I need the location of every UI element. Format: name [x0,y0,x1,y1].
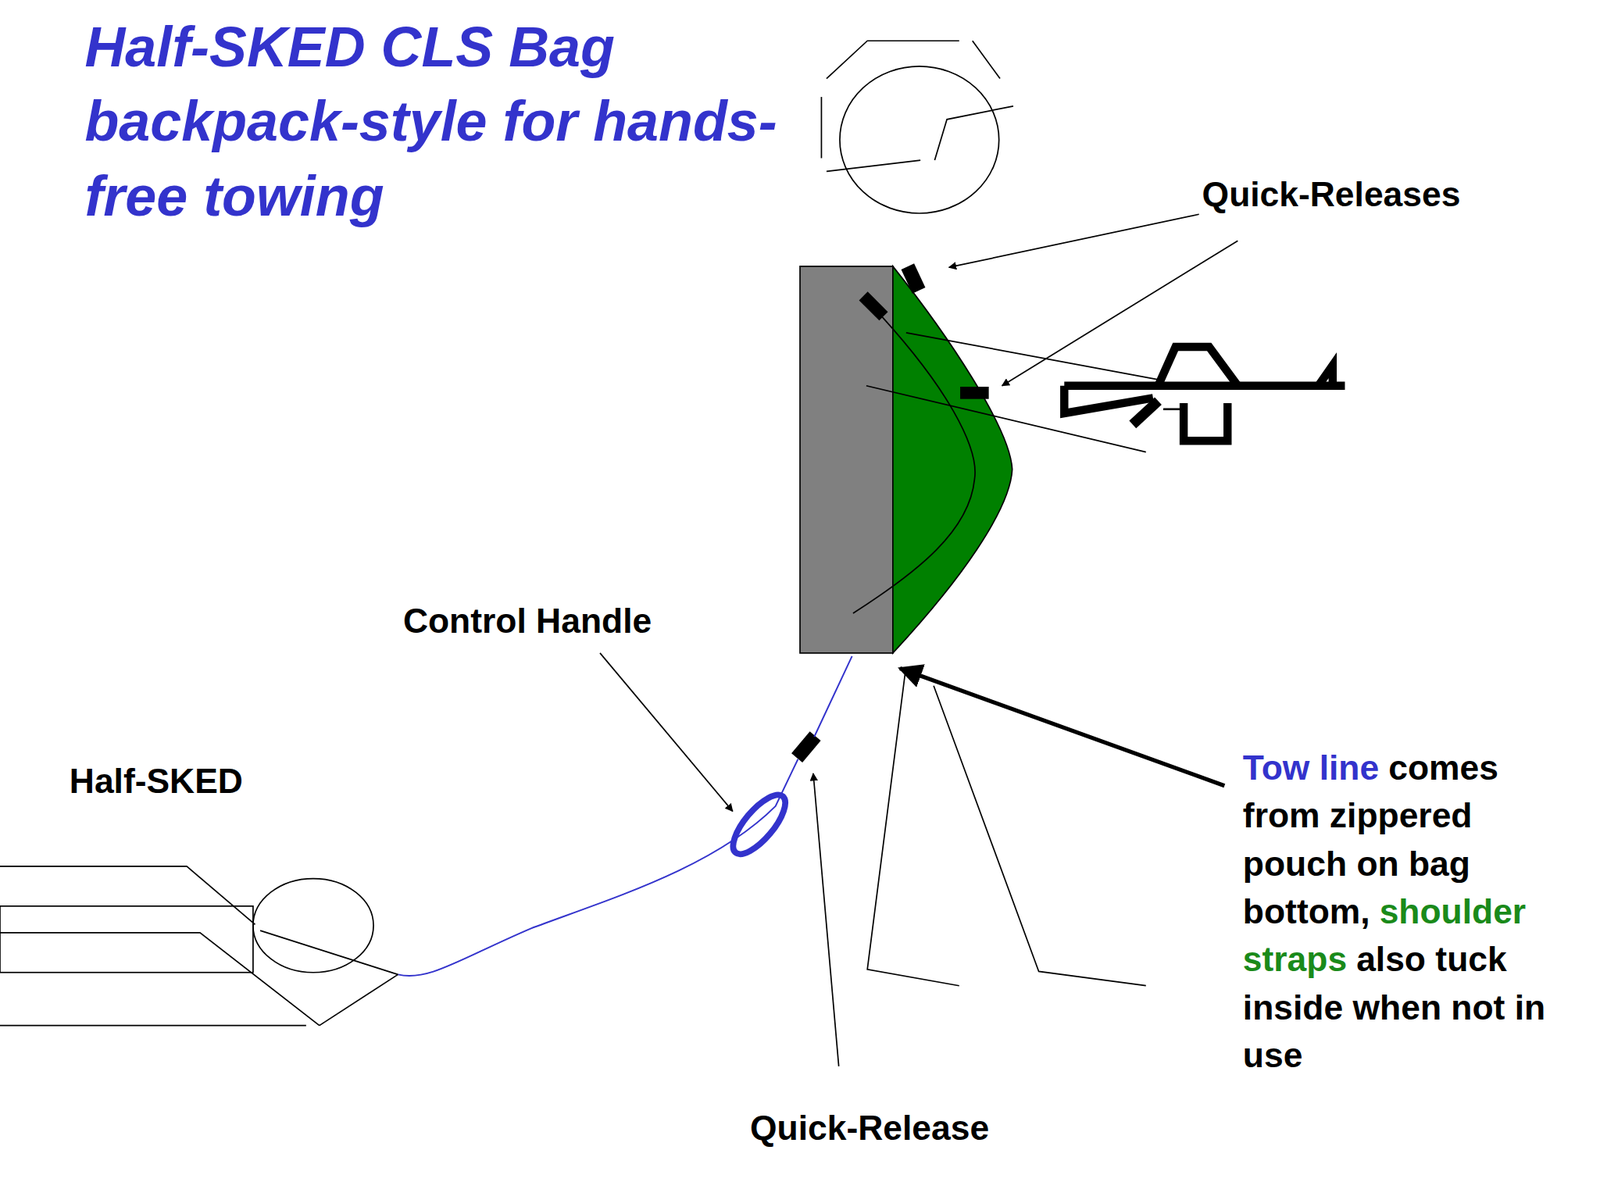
arm-line [866,385,1147,453]
note-text: Tow line [1242,747,1379,787]
arm-line [906,332,1159,380]
helmet-line [826,40,960,79]
face-line [934,106,1014,161]
casualty-line [319,974,399,1025]
leader-arrow [1002,240,1239,386]
diagram-title: Half-SKED CLS Bag backpack-style for han… [84,10,799,234]
half-sked-drawing [0,866,398,1026]
leader-arrow [813,773,840,1067]
soldier-body [800,266,893,654]
callout-label: Control Handle [403,600,652,641]
quick-release-buckle [901,263,926,294]
leader-arrow [949,214,1200,268]
rifle-grip [1132,400,1159,425]
rifle-magazine [1183,403,1228,441]
tow-line [397,656,852,976]
callout-label: Quick-Release [750,1107,990,1148]
rifle-trigger [1163,407,1183,411]
quick-release-buckle [859,291,889,321]
rifle-barrel [1064,381,1345,390]
callout-note: Tow linecomes from zippered pouch on bag… [1242,743,1586,1080]
sked-body [0,906,254,973]
rifle-stock [1064,385,1154,414]
rifle-sight [1318,365,1333,386]
callout-label: Quick-Releases [1202,173,1461,215]
backpack-bag [892,266,1013,654]
head-circle [839,66,1000,214]
leader-lines [600,214,1238,1067]
part-label: Half-SKED [69,760,243,801]
control-handle [725,787,794,863]
leader-arrow [900,668,1225,786]
leg-line [867,673,960,986]
sked-line [0,866,256,925]
quick-release-buckle [960,386,990,400]
casualty-line [260,930,398,975]
rifle-handle [1157,346,1238,386]
face-line [826,160,921,172]
sked-line [0,932,320,1026]
helmet-head [821,40,1014,214]
casualty-head [253,878,374,973]
shoulder-strap [853,303,975,614]
leg-line [933,685,1147,986]
rifle-symbol [1064,346,1345,441]
helmet-line [821,96,823,158]
sked-line [0,1025,307,1027]
quick-release-buckle [791,731,822,763]
helmet-line [972,40,1000,79]
leader-arrow [600,653,733,811]
